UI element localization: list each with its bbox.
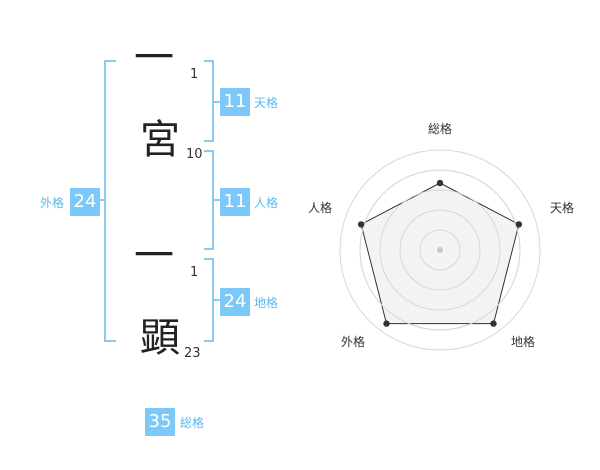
tenkaku-label: 天格 <box>254 96 279 110</box>
radar-inner-ring-1 <box>419 229 461 271</box>
tenkaku-connector <box>214 101 220 103</box>
radar-axis-label-gaikaku: 外格 <box>341 335 366 349</box>
gaikaku-bracket <box>104 60 116 342</box>
tenkaku-bracket <box>204 60 214 142</box>
radar-point-3 <box>490 320 497 327</box>
jinkaku-badge: 11 <box>220 188 250 216</box>
stroke-count-4: 23 <box>184 346 201 361</box>
name-char-1: 一 <box>134 35 174 81</box>
gaikaku-badge: 24 <box>70 188 100 216</box>
chikaku-connector <box>214 299 220 301</box>
radar-point-5 <box>357 221 365 228</box>
radar-axis-label-jinkaku: 人格 <box>308 201 333 215</box>
radar-center-dot <box>437 247 443 253</box>
radar-inner-ring-2 <box>399 209 481 291</box>
radar-axis-label-chikaku: 地格 <box>511 335 536 349</box>
radar-axis-label-tenkaku: 天格 <box>550 201 575 215</box>
soukaku-label: 総格 <box>180 416 205 430</box>
stroke-count-2: 10 <box>186 147 203 162</box>
chikaku-badge: 24 <box>220 288 250 316</box>
chikaku-label: 地格 <box>254 296 279 310</box>
stroke-count-1: 1 <box>190 67 199 82</box>
radar-point-1 <box>436 179 444 187</box>
soukaku-badge: 35 <box>145 408 175 436</box>
radar-value-polygon <box>360 182 520 325</box>
radar-point-2 <box>515 221 523 228</box>
stroke-count-3: 1 <box>190 265 199 280</box>
radar-point-4 <box>383 320 390 327</box>
name-char-2: 宮 <box>140 117 180 163</box>
jinkaku-bracket <box>204 150 214 250</box>
name-char-4: 顕 <box>140 315 180 361</box>
tenkaku-badge: 11 <box>220 88 250 116</box>
jinkaku-label: 人格 <box>254 196 279 210</box>
radar-inner-ring-4 <box>359 169 521 331</box>
gaikaku-connector <box>98 199 104 201</box>
gaikaku-label: 外格 <box>40 196 65 210</box>
chikaku-bracket <box>204 258 214 342</box>
jinkaku-connector <box>214 199 220 201</box>
radar-inner-ring-3 <box>379 189 501 311</box>
radar-axis-label-soukaku: 総格 <box>428 122 453 136</box>
name-char-3: 一 <box>134 233 174 279</box>
